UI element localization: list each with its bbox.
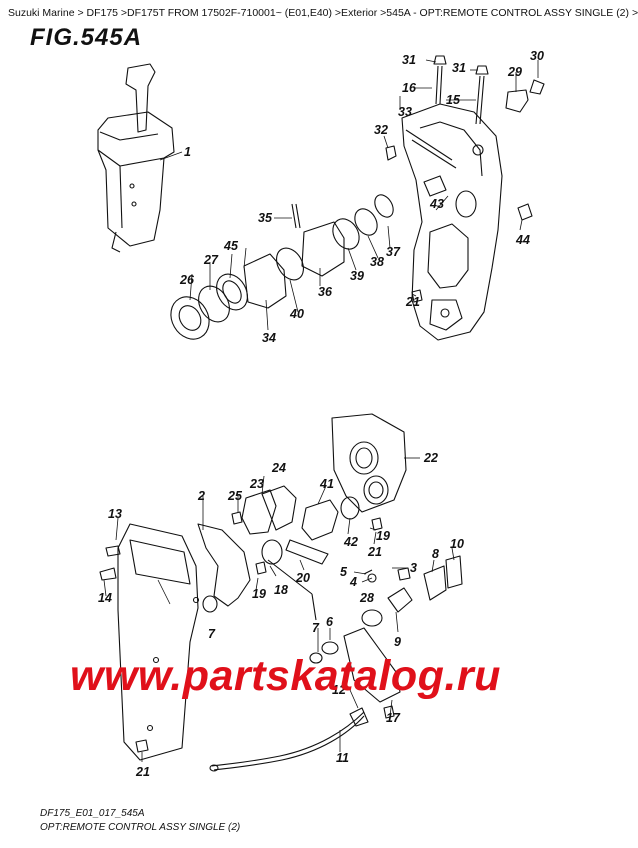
callout-12: 12 [332,683,346,697]
switch-parts [267,555,463,727]
callout-8: 8 [432,547,439,561]
callout-42: 42 [343,535,358,549]
stud-bolts [385,55,545,303]
callout-18: 18 [274,583,288,597]
callout-11: 11 [336,751,349,765]
cable-11 [209,711,365,772]
callout-31a: 31 [402,53,416,67]
remote-control-box [97,63,175,253]
callout-23: 23 [249,477,264,491]
callout-27: 27 [203,253,219,267]
callout-15: 15 [446,93,461,107]
callout-37: 37 [386,245,401,259]
figure-code: DF175_E01_017_545A [40,808,145,819]
callout-35: 35 [258,211,273,225]
callout-9: 9 [394,635,401,649]
callout-33: 33 [398,105,412,119]
callout-21a: 21 [405,295,420,309]
parts-diagram: 1 2 3 4 5 6 7 7 8 9 10 11 12 13 14 15 16… [70,49,545,779]
callout-22: 22 [423,451,438,465]
callout-25: 25 [227,489,243,503]
callout-13: 13 [108,507,122,521]
callout-43: 43 [429,197,444,211]
control-base-plate [401,103,503,341]
callout-45: 45 [223,239,239,253]
leader-lines [103,59,539,762]
callout-2: 2 [197,489,205,503]
callout-21b: 21 [367,545,382,559]
callout-28: 28 [359,591,374,605]
callout-26: 26 [179,273,195,287]
callout-19b: 19 [252,587,266,601]
callout-24: 24 [271,461,286,475]
callout-20: 20 [295,571,310,585]
callout-5: 5 [340,565,348,579]
callout-36: 36 [318,285,333,299]
callout-34: 34 [262,331,276,345]
shaft-assembly [170,175,477,340]
callout-41: 41 [319,477,334,491]
callout-4: 4 [349,575,357,589]
callout-14: 14 [98,591,112,605]
cover-plate [99,523,200,761]
lever-parts [231,485,329,575]
callout-1: 1 [184,145,191,159]
callout-21c: 21 [135,765,150,779]
callout-16: 16 [402,81,417,95]
watermark-text: www.partskatalog.ru [70,652,501,700]
callout-32: 32 [374,123,388,137]
callout-19a: 19 [376,529,390,543]
figure-caption: OPT:REMOTE CONTROL ASSY SINGLE (2) [40,822,241,833]
figure-title: FIG.545A [30,24,143,51]
callout-31b: 31 [452,61,466,75]
callout-7b: 7 [208,627,216,641]
callout-17: 17 [386,711,401,725]
breadcrumb: Suzuki Marine > DF175 >DF175T FROM 17502… [8,7,638,19]
callout-3: 3 [410,561,417,575]
callout-39: 39 [350,269,364,283]
callout-labels: 1 2 3 4 5 6 7 7 8 9 10 11 12 13 14 15 16… [98,49,544,779]
arm-part-2 [197,523,251,613]
callout-7a: 7 [312,621,320,635]
callout-40: 40 [289,307,304,321]
callout-38: 38 [370,255,384,269]
cam-parts [301,496,383,541]
callout-30: 30 [530,49,544,63]
callout-10: 10 [450,537,464,551]
callout-29: 29 [507,65,522,79]
callout-6: 6 [326,615,334,629]
callout-44: 44 [515,233,530,247]
bracket-22 [331,413,407,513]
